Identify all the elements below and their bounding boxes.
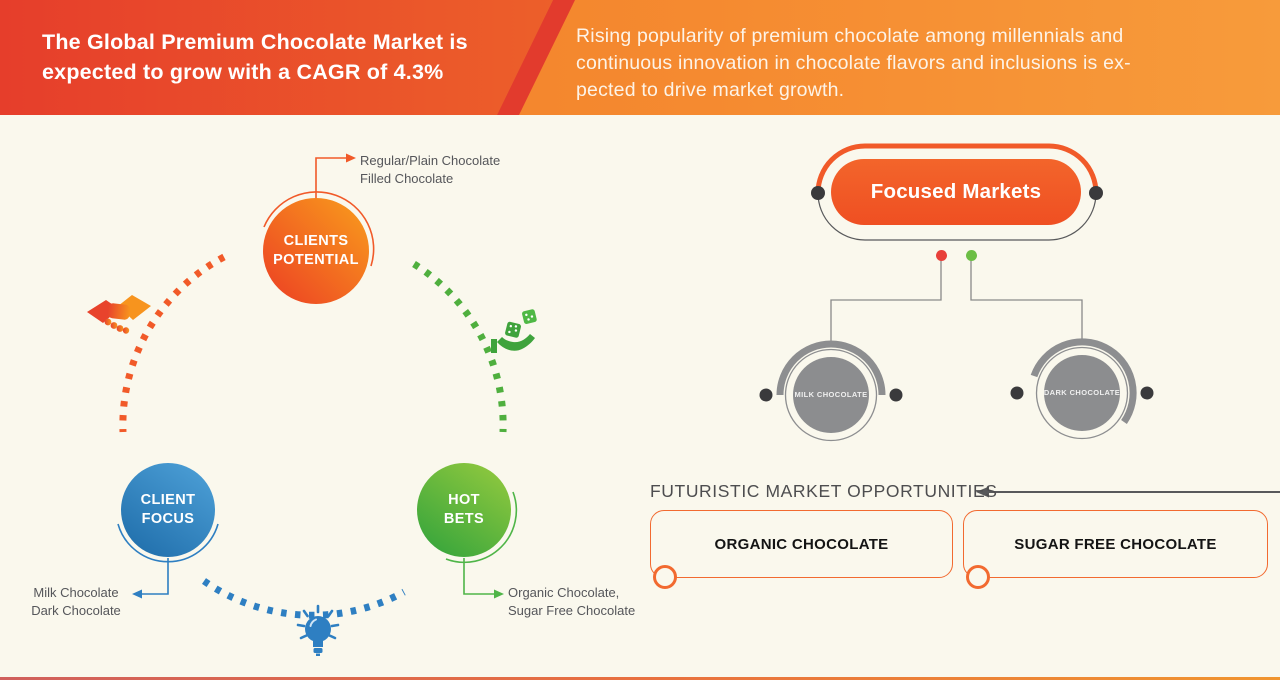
- page-subtitle-line1: Rising popularity of premium chocolate a…: [576, 25, 1124, 47]
- dotted-arc-blue: [201, 578, 406, 619]
- focused-markets-ring: [811, 143, 1103, 241]
- opportunity-organic-label: ORGANIC CHOCOLATE: [714, 535, 889, 553]
- dark-chocolate-label: DARK CHOCOLATE: [1043, 388, 1121, 397]
- opportunity-box-sugar-free: SUGAR FREE CHOCOLATE: [963, 510, 1268, 578]
- opportunity-box-organic: ORGANIC CHOCOLATE: [650, 510, 953, 578]
- bottom-accent-line: [0, 677, 1280, 680]
- page-title-line2: expected to grow with a CAGR of 4.3%: [42, 60, 444, 84]
- connector-hot-bets: [463, 558, 504, 599]
- node-hot-bets-line1: HOT: [448, 492, 480, 508]
- focused-markets-pill: Focused Markets: [831, 159, 1081, 225]
- annotation-clients-potential: Regular/Plain Chocolate Filled Chocolate: [360, 152, 500, 187]
- focused-markets-title: Focused Markets: [870, 180, 1042, 203]
- node-clients-potential-line1: CLIENTS: [283, 233, 349, 249]
- banner-left-panel: [0, 0, 553, 115]
- node-client-focus-line2: FOCUS: [141, 511, 195, 527]
- dotted-arc-green: [412, 261, 507, 433]
- page-title: The Global Premium Chocolate Market is e…: [42, 27, 468, 87]
- annotation-line: Organic Chocolate,: [508, 585, 620, 600]
- milk-chocolate-circle: [759, 340, 903, 442]
- dotted-arc-orange: [119, 253, 226, 433]
- ring-arc-clients-potential: [263, 191, 375, 267]
- stem-to-milk-chocolate: [830, 260, 942, 342]
- red-branch-dot: [936, 250, 947, 261]
- node-clients-potential: CLIENTS POTENTIAL: [263, 198, 369, 304]
- annotation-client-focus: Milk Chocolate Dark Chocolate: [24, 584, 128, 619]
- green-branch-dot: [966, 250, 977, 261]
- page-subtitle: Rising popularity of premium chocolate a…: [576, 23, 1131, 104]
- header-banner: The Global Premium Chocolate Market is e…: [0, 0, 1280, 115]
- opportunity-corner-circle-1: [653, 565, 677, 589]
- dark-chocolate-circle: [1010, 338, 1154, 440]
- opportunity-corner-circle-2: [966, 565, 990, 589]
- milk-chocolate-label: MILK CHOCOLATE: [794, 390, 868, 399]
- page-title-line1: The Global Premium Chocolate Market is: [42, 30, 468, 54]
- node-clients-potential-line2: POTENTIAL: [273, 252, 359, 268]
- dice-hand-icon: [490, 306, 544, 365]
- opportunities-arrow: [976, 486, 1280, 498]
- annotation-hot-bets: Organic Chocolate, Sugar Free Chocolate: [508, 584, 635, 619]
- annotation-line: Filled Chocolate: [360, 170, 454, 186]
- annotation-line: Sugar Free Chocolate: [508, 602, 636, 618]
- page-subtitle-line3: pected to drive market growth.: [576, 79, 845, 101]
- annotation-line: Milk Chocolate: [33, 585, 119, 600]
- stem-to-dark-chocolate: [970, 260, 1083, 340]
- node-hot-bets-line2: BETS: [443, 511, 485, 527]
- node-client-focus: CLIENT FOCUS: [121, 463, 215, 557]
- handshake-icon: [86, 292, 152, 347]
- opportunities-heading: FUTURISTIC MARKET OPPORTUNITIES: [650, 481, 998, 501]
- annotation-line: Regular/Plain Chocolate: [360, 153, 501, 168]
- lightbulb-icon: [296, 604, 340, 667]
- opportunity-sugar-free-label: SUGAR FREE CHOCOLATE: [1014, 535, 1217, 553]
- node-hot-bets: HOT BETS: [417, 463, 511, 557]
- ring-arc-hot-bets: [445, 491, 518, 564]
- connector-client-focus: [132, 558, 169, 599]
- annotation-line: Dark Chocolate: [31, 602, 121, 618]
- connector-clients-potential: [315, 153, 356, 200]
- node-client-focus-line1: CLIENT: [140, 492, 196, 508]
- page-subtitle-line2: continuous innovation in chocolate flavo…: [576, 52, 1131, 74]
